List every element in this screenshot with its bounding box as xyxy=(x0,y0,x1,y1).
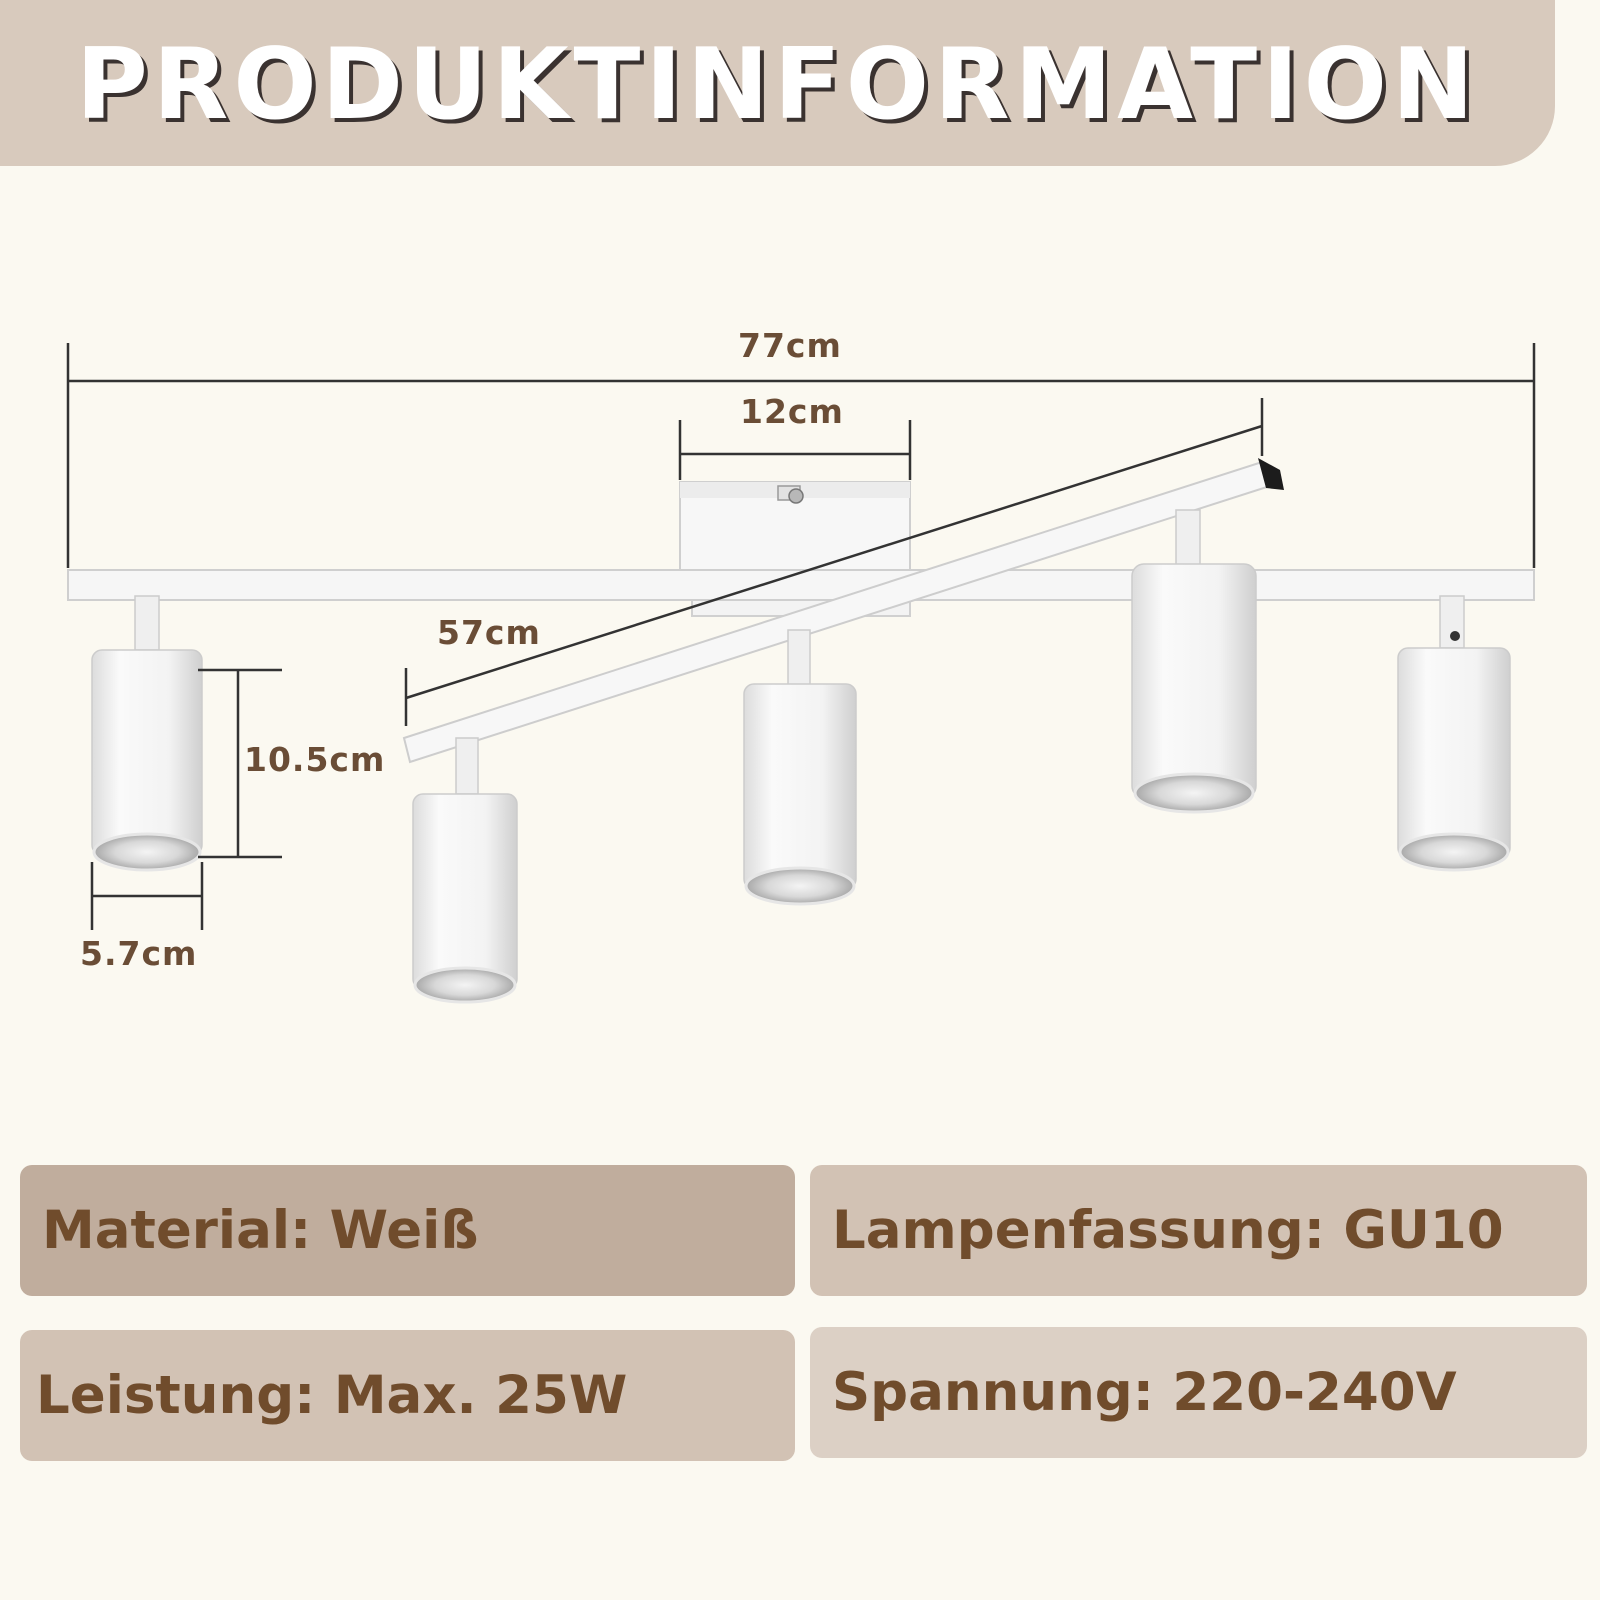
header-band xyxy=(0,0,1555,166)
spec-material-text: Material: Weiß xyxy=(42,1200,479,1261)
spotlight xyxy=(1131,509,1257,814)
spotlight xyxy=(1397,595,1511,872)
screw-icon xyxy=(777,485,804,504)
dimension-12cm-line xyxy=(678,420,912,480)
spec-lampenfassung-text: Lampenfassung: GU10 xyxy=(832,1200,1504,1261)
dimension-label-total-length: 77cm xyxy=(738,326,842,365)
diagonal-rail xyxy=(402,458,1284,764)
dimension-label-mount-width: 12cm xyxy=(740,392,844,431)
spotlight xyxy=(412,737,518,1004)
page-title: PRODUKTINFORMATION xyxy=(76,28,1479,142)
dimension-label-spot-diameter: 5.7cm xyxy=(80,934,198,973)
spotlight xyxy=(91,595,203,872)
spec-leistung: Leistung: Max. 25W xyxy=(20,1330,795,1461)
spec-spannung-text: Spannung: 220-240V xyxy=(832,1362,1457,1423)
spec-leistung-text: Leistung: Max. 25W xyxy=(36,1365,628,1426)
dimension-10-5cm-line xyxy=(198,668,282,859)
dimension-label-bar-length: 57cm xyxy=(437,613,541,652)
spec-lampenfassung: Lampenfassung: GU10 xyxy=(810,1165,1587,1296)
spotlight xyxy=(743,629,857,906)
dimension-77cm-line xyxy=(66,343,1536,568)
horizontal-rail xyxy=(67,569,1535,601)
spec-material: Material: Weiß xyxy=(20,1165,795,1296)
dimension-57cm-line xyxy=(404,398,1264,726)
product-diagram xyxy=(66,343,1536,1004)
spec-spannung: Spannung: 220-240V xyxy=(810,1327,1587,1458)
dimension-5-7cm-line xyxy=(90,862,204,930)
dimension-label-spot-height: 10.5cm xyxy=(244,740,386,779)
